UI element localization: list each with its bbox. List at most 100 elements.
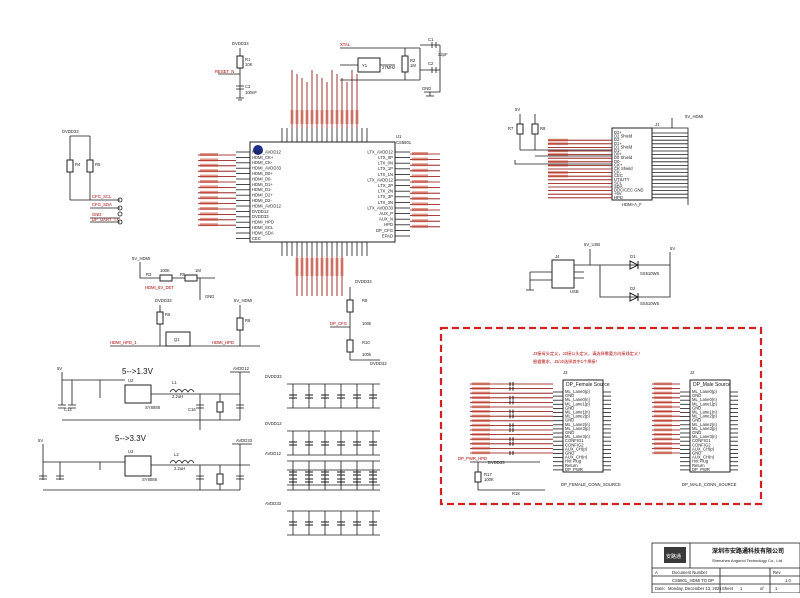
hdmi-pin-label: D2 Shield: [614, 134, 633, 139]
reg2-title: 5-->3.3V: [115, 434, 147, 443]
dp-pin-label: ML_Lane1(p): [565, 401, 591, 406]
net-label-flag: [412, 196, 428, 200]
net-label-flag: [200, 201, 218, 205]
net-label-flag: [654, 400, 672, 404]
rail-label: DVDD12: [265, 421, 282, 426]
svg-text:AVDD12: AVDD12: [233, 366, 250, 371]
tb-rev-label: Rev: [773, 570, 781, 575]
net-label-flag: [412, 191, 428, 195]
dp-pin-label: GND: [692, 430, 701, 435]
net-label-flag: [654, 442, 672, 445]
hdmi-pin-label: CK+: [614, 162, 623, 167]
net-label-flag: [472, 451, 490, 455]
hdmi-pin-label: D2+: [614, 130, 622, 135]
net-label-flag: [200, 174, 218, 178]
net-label-flag: [412, 185, 428, 189]
usb-part: USB: [570, 289, 579, 294]
mcu-pin-label: LTX_1N: [378, 172, 393, 177]
hdmi-pin-label: CK Shield: [614, 166, 633, 171]
mcu-top-pins: [281, 128, 368, 142]
dp-pin-label: ML_Lane0(p): [692, 389, 718, 394]
net-label-flag: [335, 258, 339, 276]
hdmi-pin-label: D1 Shield: [614, 144, 633, 149]
dp-pin-label: ML_Lane2(n): [565, 422, 591, 427]
hdmi-pin-label: DDC/CEC GND: [614, 188, 644, 193]
net-label-flag: [200, 217, 218, 221]
svg-text:5V_HDMI: 5V_HDMI: [132, 256, 150, 261]
net-label-flag: [472, 428, 490, 432]
svg-text:CFG_SCL: CFG_SCL: [92, 194, 112, 199]
net-label-flag: [472, 446, 490, 450]
svg-text:R2: R2: [410, 58, 416, 63]
svg-text:DP_PWR_HPD: DP_PWR_HPD: [458, 456, 487, 461]
dp-pin-label: GND: [692, 451, 701, 456]
dp-pin-label: CONFIG2: [692, 442, 711, 447]
dp-pin-label: ML_Lane3(n): [565, 434, 591, 439]
net-label-flag: [200, 185, 218, 189]
dp-pin-label: ML_Lane0(p): [565, 389, 591, 394]
crystal-ref: Y1: [362, 63, 368, 68]
net-label-flag: [340, 258, 344, 276]
net-label-flag: [654, 382, 672, 386]
j3-input-nets: [470, 382, 553, 455]
svg-text:100K: 100K: [484, 477, 494, 482]
hdmi-part: HDMI-A_F: [622, 202, 642, 207]
net-label-flag: [345, 110, 349, 124]
svg-text:HDMI_HPD_1: HDMI_HPD_1: [110, 340, 137, 345]
net-label-flag: [654, 428, 672, 432]
hdmi-pin-label: SCL: [614, 180, 623, 185]
mcu-pin-label: LTX_3N: [378, 200, 393, 205]
svg-text:GND: GND: [92, 212, 101, 217]
reg2-inductor: L2: [174, 452, 179, 457]
svg-text:DP_UART_TX: DP_UART_TX: [92, 217, 119, 222]
svg-text:1M: 1M: [195, 268, 201, 273]
mcu-pin-label: HDMI_D2-: [252, 198, 272, 203]
dp-pin-label: CONFIG1: [692, 438, 711, 443]
hpd-fet-block: DVDD33 5V_HDMI R6 R8 Q1 HDMI_HPD_1 HDMI_…: [110, 298, 260, 347]
mcu-pin-label: HDMI_SCL: [252, 225, 274, 230]
mcu-pin-label: LTX_2N: [378, 189, 393, 194]
svg-text:10K: 10K: [245, 62, 253, 67]
j2-input-nets: [652, 382, 680, 455]
reg1-part: SY8088: [145, 405, 161, 410]
dp-pin-label: GND: [692, 418, 701, 423]
net-label-flag: [412, 213, 428, 217]
mcu-pin-label: HDMI_AVDD12: [252, 149, 282, 154]
tb-of-label: of: [760, 586, 764, 591]
svg-text:R1: R1: [245, 57, 251, 62]
svg-text:5V_USB: 5V_USB: [584, 242, 600, 247]
svg-text:5V_HDMI: 5V_HDMI: [685, 114, 703, 119]
tb-of: 1: [775, 586, 778, 591]
dp-female-title: DP_Female Source: [566, 382, 610, 388]
dp-pin-label: AUX_CH(p): [565, 446, 588, 451]
hdmi-pin-label: HPD: [614, 195, 623, 200]
svg-text:R7: R7: [508, 126, 514, 131]
svg-text:DVDD33: DVDD33: [62, 129, 79, 134]
net-label-flag: [200, 212, 218, 216]
reg1-ind-val: 2.2uH: [172, 394, 183, 399]
dp-pin-label: GND: [692, 405, 701, 410]
svg-text:R6: R6: [165, 312, 171, 317]
net-label-flag: [654, 391, 672, 395]
dp-pin-label: ML_Lane0(n): [565, 397, 591, 402]
net-label-flag: [200, 223, 218, 227]
dp-pin-label: GND: [565, 430, 574, 435]
net-label-flag: [548, 153, 568, 156]
tb-sheet: 1: [740, 586, 743, 591]
svg-text:100k: 100k: [362, 321, 372, 326]
c1-value: 22pF: [438, 52, 448, 57]
svg-text:HDMI_HPD: HDMI_HPD: [212, 340, 234, 345]
company-logo: 安路通: [666, 553, 681, 560]
svg-text:GND: GND: [422, 86, 431, 91]
net-label-flag: [200, 169, 218, 173]
mcu-pin-label: HDMI_SDA: [252, 230, 274, 235]
dp-female-ref: J3: [563, 370, 568, 375]
mcu-u1: U1 CS5801 HDMI_AVDD12HDMI_CK+HDMI_CK-HDM…: [236, 128, 412, 256]
dp-pin-label: ML_Lane3(p): [565, 426, 591, 431]
net-label-flag: [290, 110, 294, 124]
tb-doc-label: Document Number: [672, 570, 708, 575]
svg-text:100k: 100k: [362, 352, 372, 357]
crystal-value: 27MHz: [382, 65, 395, 70]
svg-text:5V: 5V: [57, 366, 62, 371]
svg-text:R5: R5: [180, 272, 186, 277]
